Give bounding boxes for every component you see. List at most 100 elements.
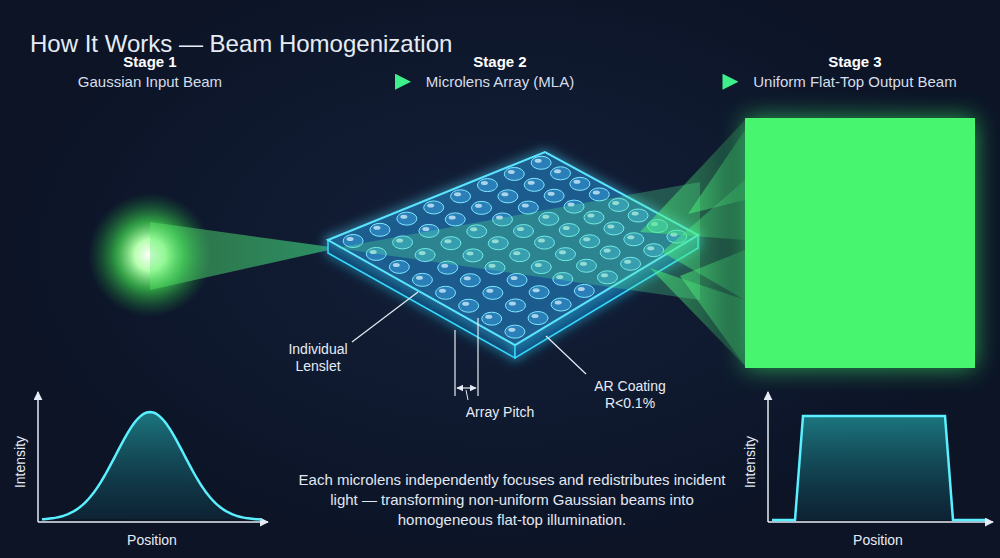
lenslet-highlight [454,192,461,196]
lenslet [570,177,590,190]
lenslet [574,284,594,297]
stage-number: Stage 2 [426,52,574,72]
axis-label: Position [853,532,903,549]
lenslet [389,260,409,273]
lenslet [505,325,525,338]
lenslet-highlight [578,287,585,291]
lenslet [459,299,479,312]
lenslet-highlight [573,180,580,184]
leader-line [546,336,586,374]
lenslet [504,167,524,180]
lenslet [551,167,571,180]
gaussian-curve [42,412,262,520]
x-axis [768,521,993,523]
lenslet [370,223,390,236]
dimension-arrow [457,387,476,388]
lenslet-highlight [462,302,469,306]
stage-heading: Stage 3Uniform Flat-Top Output Beam [749,50,960,94]
beam-through-mla [336,182,700,300]
lenslet-highlight [373,226,380,230]
lenslet-highlight [449,215,456,219]
lenslet-highlight [508,328,515,332]
flow-arrow [240,80,408,84]
lenslet-highlight [486,289,493,293]
y-axis [37,392,39,522]
y-axis [767,392,769,522]
lenslet-highlight [535,159,542,163]
lenslet [551,298,571,311]
output-fan [640,120,745,366]
stage-name: Microlens Array (MLA) [426,72,574,92]
lenslet-highlight [393,263,400,267]
lenslet [451,190,471,203]
lenslet-highlight [400,215,407,219]
lenslet [436,286,456,299]
lenslet-highlight [533,288,540,292]
stage-name: Gaussian Input Beam [78,72,222,92]
lenslet-highlight [532,314,539,318]
title: How It Works — Beam Homogenization [30,30,452,58]
lenslet [505,299,525,312]
lenslet [507,273,527,286]
lenslet [445,213,465,226]
lenslet [412,273,432,286]
lenslet [498,190,518,203]
leader-line [352,292,418,342]
stage-name: Uniform Flat-Top Output Beam [753,72,956,92]
part-label: AR Coating R<0.1% [585,378,675,412]
lenslet [529,286,549,299]
lenslet-highlight [481,181,488,185]
lenslet [460,274,480,287]
input-cone [150,222,338,290]
lenslet-highlight [501,192,508,196]
lenslet-highlight [593,190,600,194]
part-label: Individual Lenslet [278,341,358,375]
lenslet [531,156,551,169]
lenslet [482,312,502,325]
flat-top-curve [772,416,985,520]
lenslet-highlight [528,181,535,185]
lenslet-highlight [441,264,448,268]
lenslet-highlight [548,192,555,196]
lenslet-highlight [464,276,471,280]
lenslet [528,312,548,325]
lenslet-highlight [509,301,516,305]
lenslet [477,179,497,192]
lenslet [424,201,444,214]
stage-heading: Stage 1Gaussian Input Beam [74,50,226,94]
lenslet [472,201,492,214]
caption: Each microlens independently focuses and… [292,470,732,530]
lenslet-highlight [522,204,529,208]
flow-arrow [592,80,735,84]
lenslet [544,189,564,202]
dimension-line [477,318,478,396]
leader-line [466,390,468,400]
lenslet-highlight [416,276,423,280]
lenslet [589,188,609,201]
lenslet-highlight [508,170,515,174]
axis-label: Position [127,532,177,549]
x-axis [38,521,268,523]
stage-number: Stage 1 [78,52,222,72]
output-ray [688,130,745,214]
lenslet-highlight [439,289,446,293]
lenslet [524,178,544,191]
flat-top-beam [745,118,975,368]
output-ray [650,268,745,366]
dimension-line [454,330,455,396]
lenslet [483,286,503,299]
lenslet-highlight [475,204,482,208]
stage-number: Stage 3 [753,52,956,72]
output-glow [745,118,975,368]
lenslet-highlight [422,227,429,231]
lenslet-highlight [485,315,492,319]
lenslet-highlight [554,169,561,173]
lenslet-highlight [555,300,562,304]
dimension-label: Array Pitch [466,404,534,421]
lenslet-highlight [347,237,354,241]
axis-label: Intensity [12,436,29,488]
lenslet [397,212,417,225]
lenslet-highlight [511,276,518,280]
stage-heading: Stage 2Microlens Array (MLA) [422,50,578,94]
